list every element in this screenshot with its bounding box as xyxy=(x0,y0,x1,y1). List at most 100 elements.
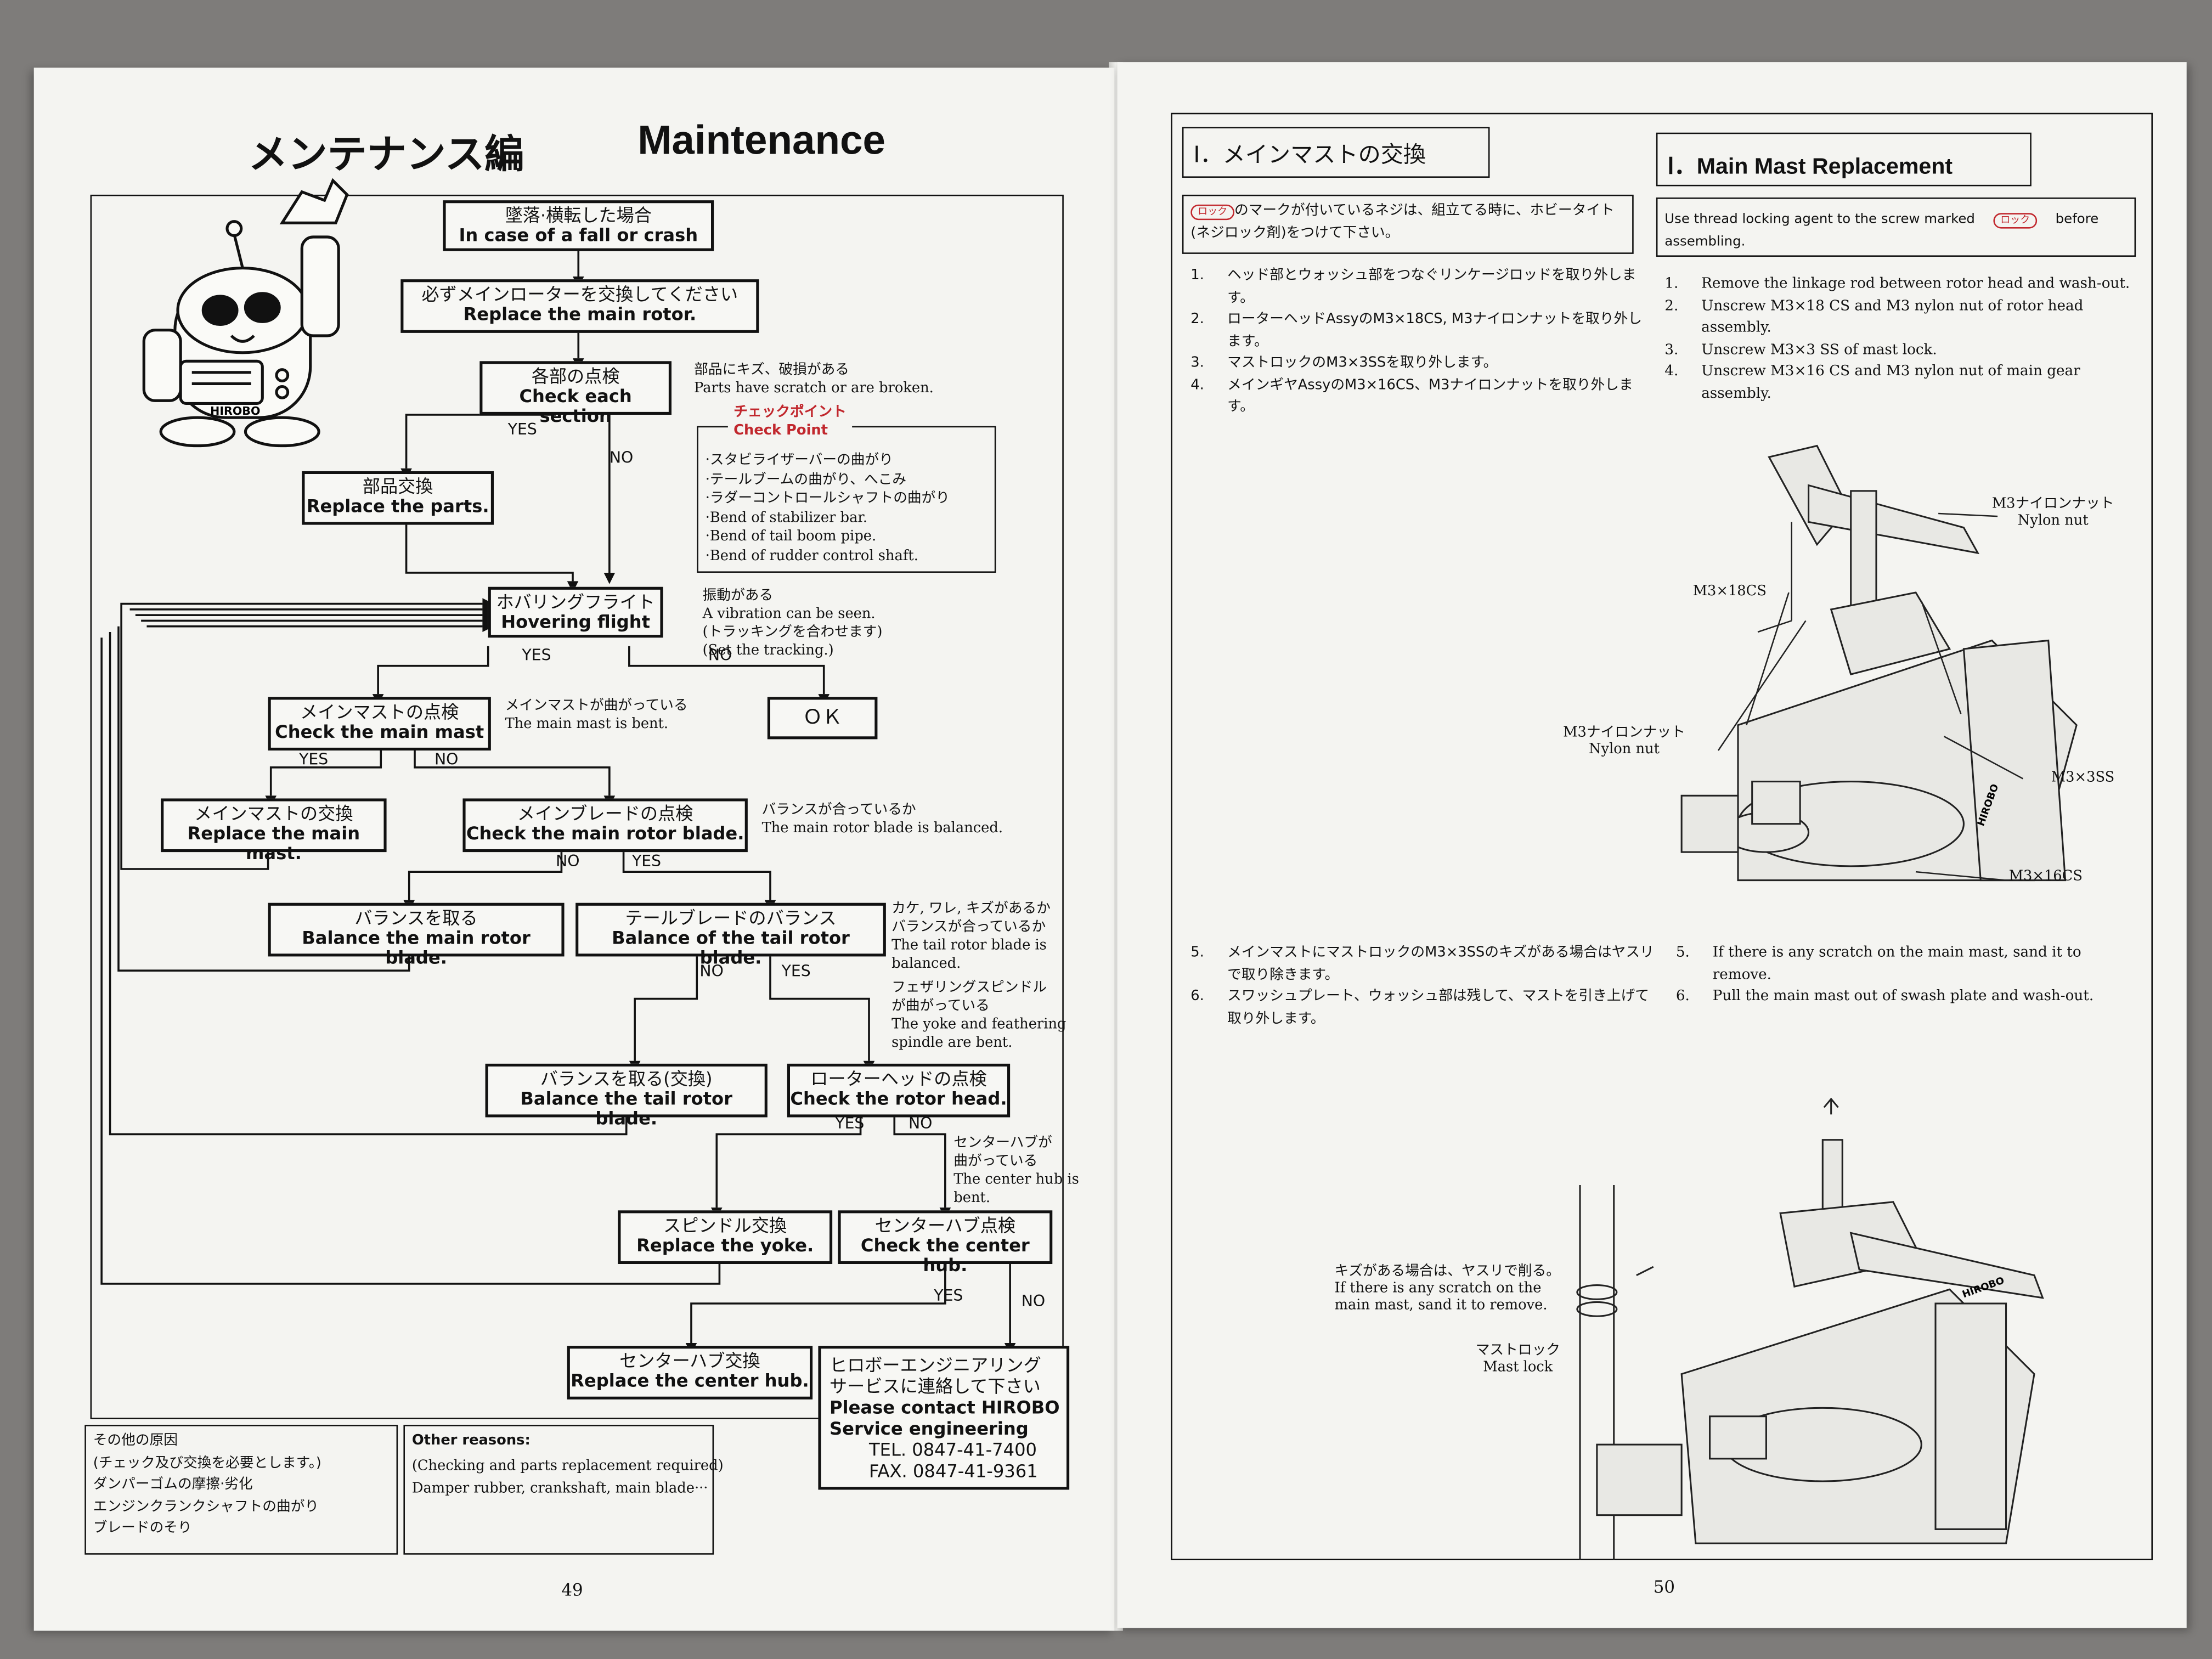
list-item-marker: 5. xyxy=(1190,945,1204,961)
label-no: NO xyxy=(1021,1292,1046,1311)
list-item-marker: 1. xyxy=(1664,276,1679,292)
list-item: 4.Unscrew M3×16 CS and M3 nylon nut of m… xyxy=(1664,361,2144,405)
list-item: 1. Remove the linkage rod between rotor h… xyxy=(1664,274,2144,296)
list-item-text: メインマストにマストロックのM3×3SSのキズがある場合はヤスリで取り除きます。 xyxy=(1227,945,1654,983)
thread-lock-en-a: Use thread locking agent to the screw ma… xyxy=(1664,211,1975,227)
right-page: Ⅰ．メインマストの交換 Ⅰ．Main Mast Replacement ロックの… xyxy=(1117,62,2187,1628)
mascot-robot-illustration: HIROBO xyxy=(142,178,349,448)
box-hub-check-en: Check the center hub. xyxy=(860,1234,1030,1276)
section-title-en: Ⅰ．Main Mast Replacement xyxy=(1667,155,1953,179)
label-yes: YES xyxy=(522,646,551,665)
box-head-check-en: Check the rotor head. xyxy=(790,1087,1007,1109)
box-balance-tail-jp: バランスを取る(交換) xyxy=(540,1068,713,1090)
list-item-marker: · xyxy=(705,453,710,469)
list-item-text: Pull the main mast out of swash plate an… xyxy=(1712,989,2094,1005)
contact-fax: FAX. 0847-41-9361 xyxy=(869,1460,1038,1481)
other-reasons-jp: その他の原因 (チェック及び交換を必要とします。) ダンパーゴムの摩擦·劣化 エ… xyxy=(93,1433,321,1537)
list-item: 5. メインマストにマストロックのM3×3SSのキズがある場合はヤスリで取り除きま… xyxy=(1190,943,1656,986)
page-number-right: 50 xyxy=(1653,1577,1675,1597)
box-each-en: Check each section xyxy=(519,385,632,426)
thread-lock-mark-icon: ロック xyxy=(1190,204,1234,221)
box-spindle-jp: スピンドル交換 xyxy=(663,1215,787,1236)
note-mast-bent: メインマストが曲がっている The main mast is bent. xyxy=(505,698,688,732)
box-blade-check-en: Check the main rotor blade. xyxy=(466,822,744,844)
left-page: メンテナンス編 Maintenance xyxy=(33,67,1115,1631)
box-tail-balance-jp: テールブレードのバランス xyxy=(625,907,837,928)
list-item: 1.ヘッド部とウォッシュ部をつなぐリンケージロッドを取り外します。 xyxy=(1190,265,1647,309)
list-item-marker: · xyxy=(705,548,710,564)
rotor-head-exploded-diagram: HIROBO xyxy=(1680,444,2078,882)
box-hover-en: Hovering flight xyxy=(501,611,651,632)
list-item-marker: 3. xyxy=(1664,342,1679,358)
label-m3x18cs: M3×18CS xyxy=(1692,584,1767,600)
section-title-jp: Ⅰ．メインマストの交換 xyxy=(1193,141,1426,168)
label-no: NO xyxy=(556,852,580,871)
checkpoint-list: ·スタビライザーバーの曲がり·テールブームの曲がり、へこみ·ラダーコントロールシ… xyxy=(706,452,988,566)
label-nylon-nut-left: M3ナイロンナット Nylon nut xyxy=(1563,725,1685,758)
steps2-en-list: 5.If there is any scratch on the main ma… xyxy=(1676,943,2142,1008)
list-item-text: テールブームの曲がり、へこみ xyxy=(709,472,907,488)
list-item-marker: 4. xyxy=(1664,364,1679,380)
note-tail-blade: カケ, ワレ, キズがあるか バランスが合っているか The tail roto… xyxy=(891,901,1051,972)
contact-en-line1: Please contact HIROBO xyxy=(830,1396,1060,1418)
label-yes: YES xyxy=(781,962,811,981)
box-mast-replace-en: Replace the main mast. xyxy=(187,822,360,864)
list-item-marker: 4. xyxy=(1190,377,1204,393)
list-item-text: スタビライザーバーの曲がり xyxy=(709,453,893,469)
box-rotor-en: Replace the main rotor. xyxy=(463,303,697,325)
thread-lock-jp: ロックのマークが付いているネジは、組立てる時に、ホビータイト(ネジロック剤)をつ… xyxy=(1190,200,1630,245)
mast-removal-diagram: HIROBO xyxy=(1576,1097,2044,1560)
list-item-text: スワッシュプレート、ウォッシュ部は残して、マストを引き上げて取り外します。 xyxy=(1227,989,1649,1026)
page-title-en: Maintenance xyxy=(637,119,886,164)
box-contact-hirobo: ヒロボーエンジニアリング サービスに連絡して下さい Please contact… xyxy=(818,1346,1070,1490)
label-m3x3ss: M3×3SS xyxy=(2051,770,2115,786)
box-balance-tail-en: Balance the tail rotor blade. xyxy=(520,1087,733,1129)
note-parts-scratch: 部品にキズ、破損がある Parts have scratch or are br… xyxy=(694,362,934,397)
contact-jp-line1: ヒロボーエンジニアリング xyxy=(830,1354,1041,1376)
list-item-text: ヘッド部とウォッシュ部をつなぐリンケージロッドを取り外します。 xyxy=(1227,268,1637,306)
box-tail-balance-en: Balance of the tail rotor blade. xyxy=(612,927,850,968)
box-parts-jp: 部品交換 xyxy=(362,475,433,497)
box-balance-main-jp: バランスを取る xyxy=(354,907,478,928)
list-item-text: ローターヘッドAssyのM3×18CS, M3ナイロンナットを取り外します。 xyxy=(1227,312,1643,349)
list-item: 3.Unscrew M3×3 SS of mast lock. xyxy=(1664,339,2144,361)
list-item-marker: · xyxy=(705,510,710,526)
list-item-text: Remove the linkage rod between rotor hea… xyxy=(1701,276,2130,292)
label-yes: YES xyxy=(835,1114,865,1133)
box-mast-check-jp: メインマストの点検 xyxy=(300,701,459,723)
box-blade-check-jp: メインブレードの点検 xyxy=(517,803,693,824)
steps2-jp-list: 5. メインマストにマストロックのM3×3SSのキズがある場合はヤスリで取り除きま… xyxy=(1190,943,1656,1030)
list-item: 4.メインギヤAssyのM3×16CS、M3ナイロンナットを取り外します。 xyxy=(1190,375,1647,419)
section-title-jp-box xyxy=(1182,127,1490,178)
list-item: ·ラダーコントロールシャフトの曲がり xyxy=(706,489,988,509)
mascot-brand: HIROBO xyxy=(210,404,260,417)
box-hub-check-jp: センターハブ点検 xyxy=(874,1215,1016,1236)
label-yes: YES xyxy=(299,751,329,769)
list-item-text: Bend of tail boom pipe. xyxy=(709,529,877,545)
thread-lock-jp-box xyxy=(1182,194,1634,254)
list-item-text: If there is any scratch on the main mast… xyxy=(1712,945,2081,983)
note-center-hub-bent: センターハブが 曲がっている The center hub is bent. xyxy=(953,1136,1079,1206)
other-reasons-en-title: Other reasons: xyxy=(411,1433,531,1449)
label-no: NO xyxy=(909,1114,933,1133)
steps-jp-list: 1.ヘッド部とウォッシュ部をつなぐリンケージロッドを取り外します。2.ローターヘ… xyxy=(1190,265,1647,418)
contact-en-line2: Service engineering xyxy=(830,1418,1029,1439)
list-item: 6.スワッシュプレート、ウォッシュ部は残して、マストを引き上げて取り外します。 xyxy=(1190,986,1656,1030)
box-balance-main-en: Balance the main rotor blade. xyxy=(302,927,531,968)
section-title-en-box xyxy=(1656,132,2032,187)
list-item: 5.If there is any scratch on the main ma… xyxy=(1676,943,2142,986)
right-page-frame xyxy=(1171,112,2153,1560)
list-item-marker: · xyxy=(705,490,710,507)
note-vibration: 振動がある A vibration can be seen. (トラッキングを合… xyxy=(702,588,883,659)
box-fall-jp: 墜落·横転した場合 xyxy=(505,204,652,226)
list-item: ·Bend of tail boom pipe. xyxy=(706,528,988,547)
thread-lock-mark-icon: ロック xyxy=(1993,213,2038,229)
